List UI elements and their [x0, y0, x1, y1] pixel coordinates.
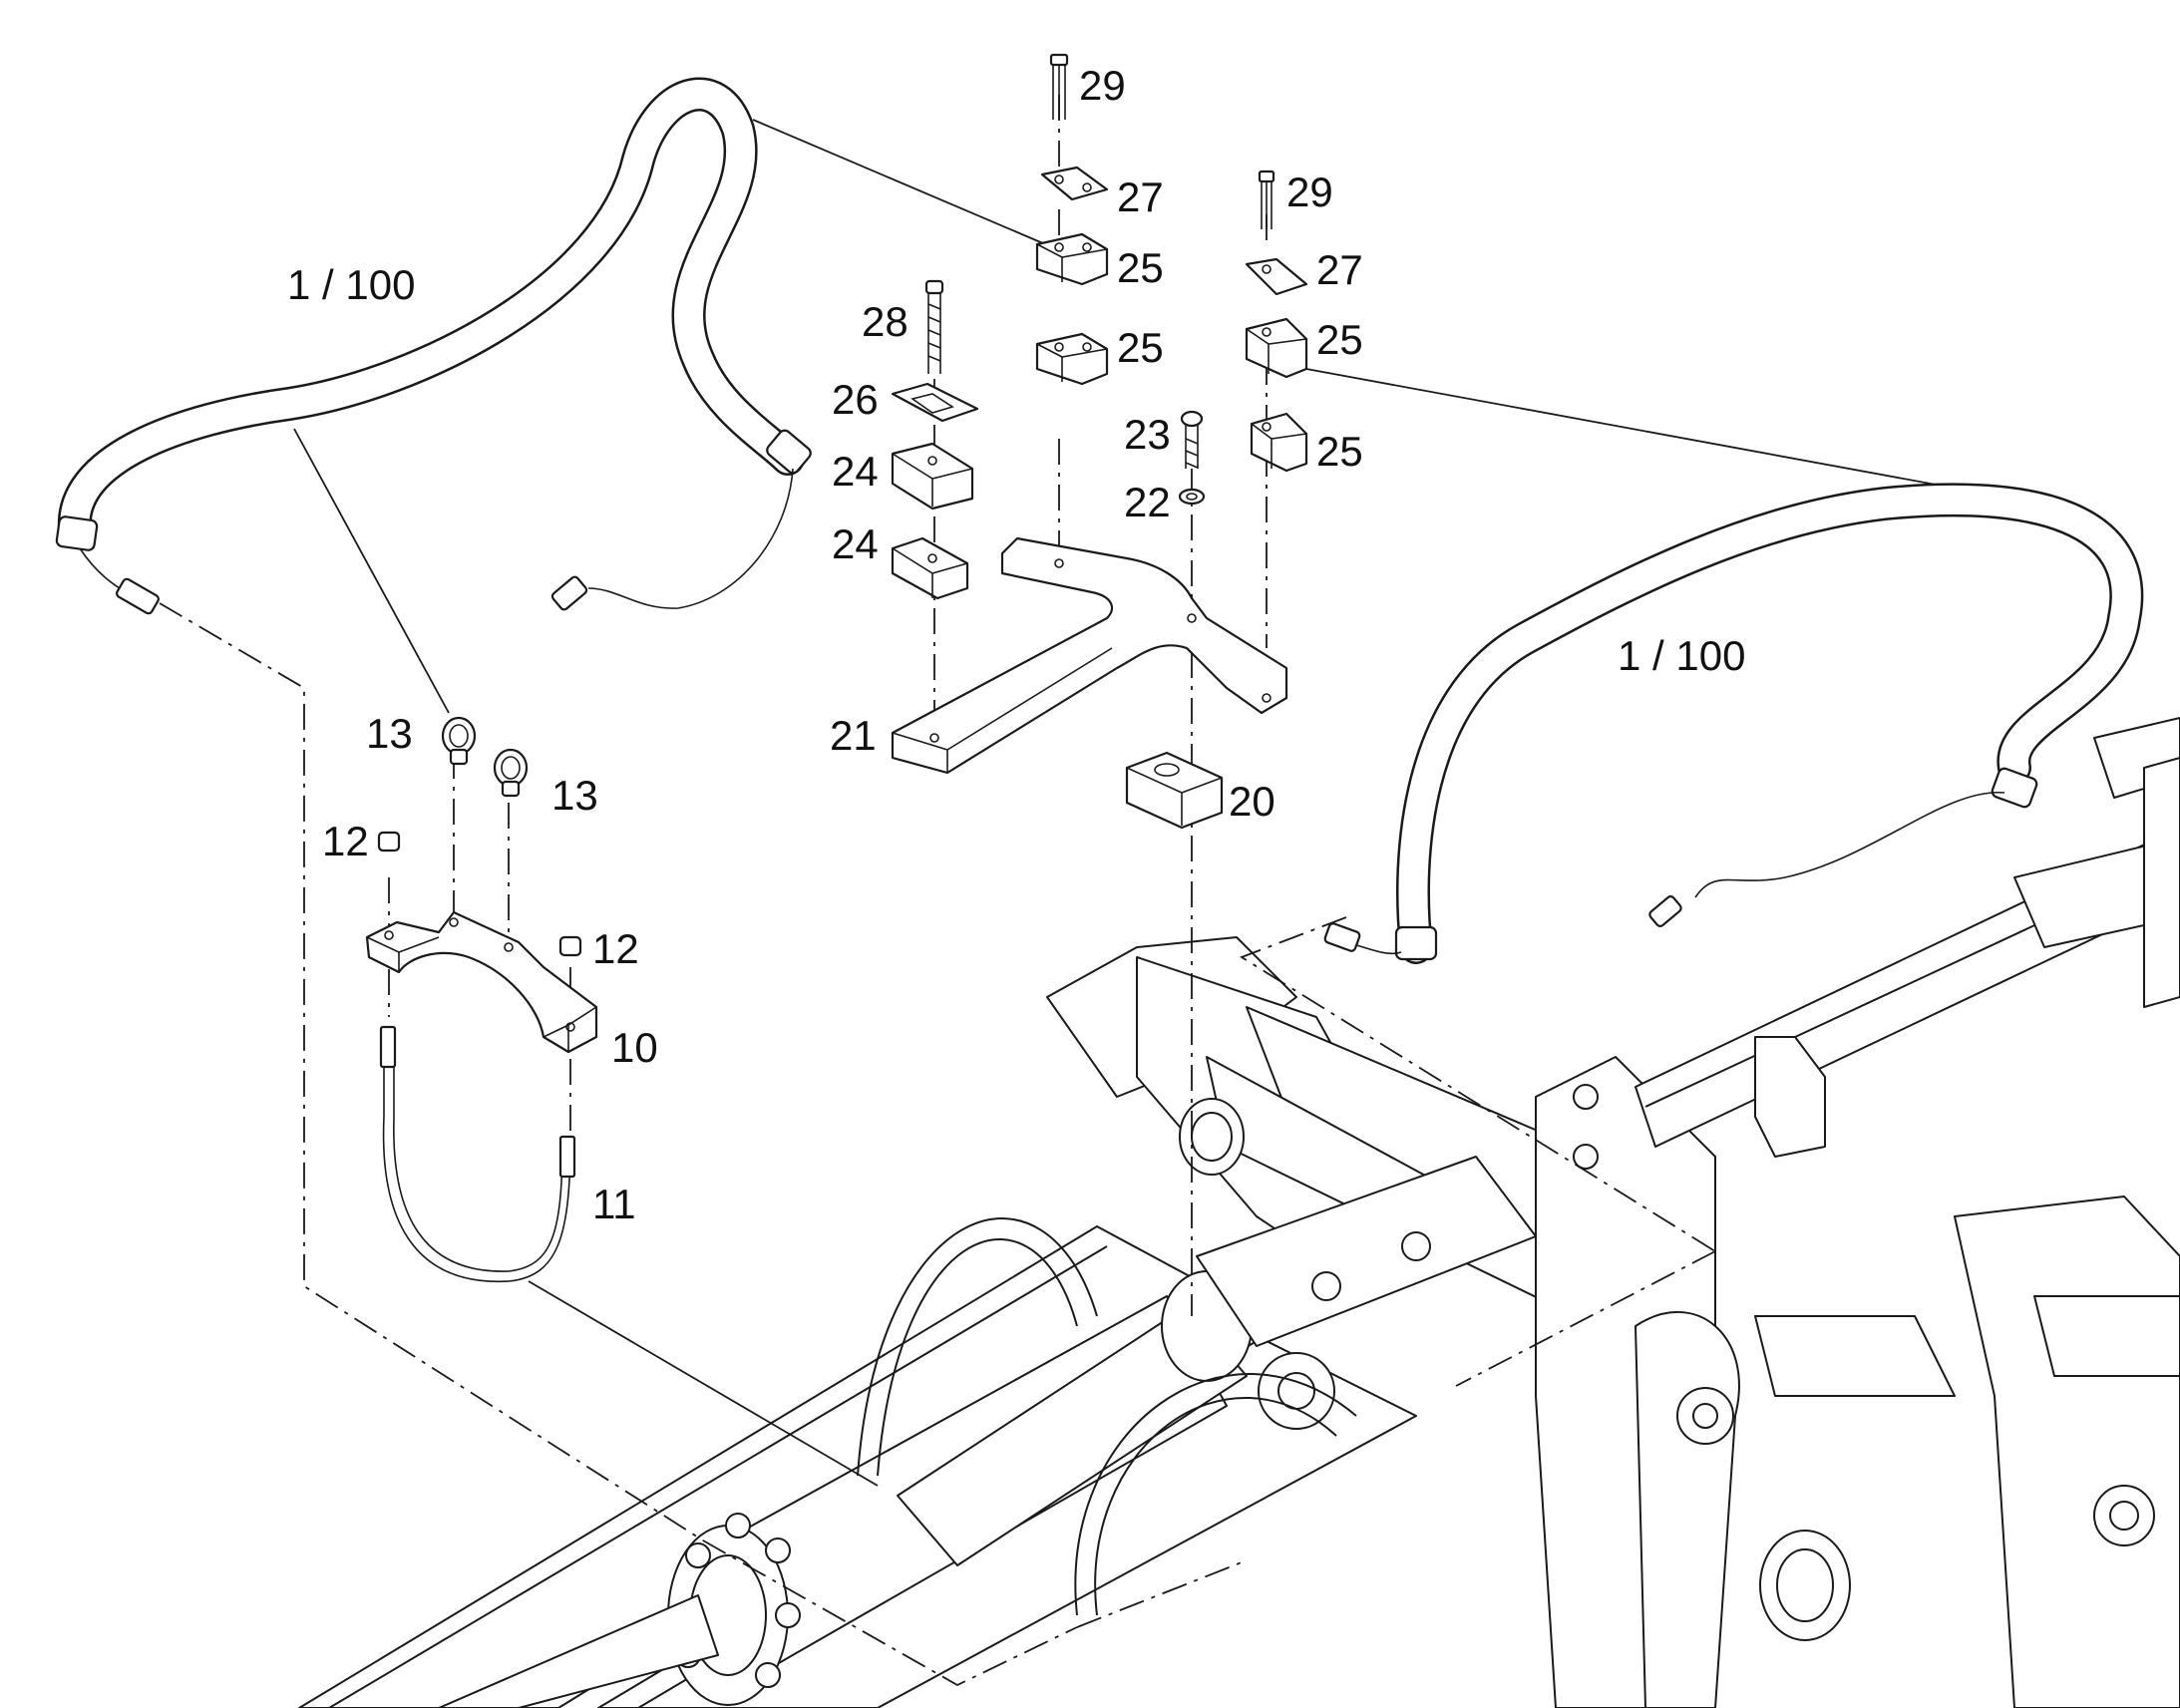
part-27-plate-left — [1040, 166, 1109, 201]
label-12-left: 12 — [322, 818, 369, 864]
leader-lines — [293, 119, 1986, 1487]
part-25-clamp-upper-a — [1035, 232, 1109, 286]
machine-frame-drawing — [298, 717, 2180, 1708]
part-26-plate — [891, 382, 979, 423]
hose-assembly-left — [55, 77, 812, 615]
label-29-left: 29 — [1079, 62, 1126, 109]
part-number-labels: 29 27 25 25 29 27 25 25 28 26 24 24 23 2… — [322, 62, 1363, 1227]
part-24-clamp-lower — [891, 536, 969, 600]
part-13-shackle-a — [441, 716, 477, 766]
hose-assembly-right — [1323, 483, 2144, 964]
part-25-clamp-upper-b — [1245, 317, 1308, 379]
label-28: 28 — [862, 298, 908, 345]
part-11-u-bolt — [379, 1025, 576, 1283]
label-29-right: 29 — [1286, 169, 1333, 215]
label-10: 10 — [611, 1024, 658, 1071]
part-12-nut-b — [558, 935, 582, 957]
scale-label-left: 1 / 100 — [287, 261, 415, 308]
label-11: 11 — [592, 1181, 636, 1227]
part-25-clamp-lower-a — [1035, 332, 1109, 386]
part-29-bolt-left — [1049, 53, 1069, 120]
label-12-right: 12 — [592, 925, 639, 972]
label-21: 21 — [830, 712, 877, 759]
part-13-shackle-b — [493, 748, 529, 798]
scale-labels: 1 / 100 1 / 100 — [287, 261, 1745, 679]
part-29-bolt-right — [1258, 170, 1275, 229]
label-24-upper: 24 — [832, 448, 879, 495]
label-13-left: 13 — [366, 710, 413, 757]
label-27-right: 27 — [1316, 246, 1363, 293]
part-28-bolt — [924, 279, 944, 374]
part-22-washer — [1178, 488, 1206, 506]
label-20: 20 — [1229, 778, 1275, 825]
label-25-upper-right: 25 — [1316, 316, 1363, 363]
part-10-saddle-clamp — [365, 910, 598, 1054]
part-21-bracket — [891, 536, 1288, 775]
label-13-right: 13 — [551, 772, 598, 819]
part-23-bolt — [1180, 410, 1204, 469]
label-27-left: 27 — [1117, 173, 1164, 220]
scale-label-right: 1 / 100 — [1618, 632, 1745, 679]
label-25-lower-left: 25 — [1117, 324, 1164, 371]
part-12-nut-a — [377, 831, 401, 853]
label-23: 23 — [1124, 411, 1171, 458]
label-25-upper-left: 25 — [1117, 244, 1164, 291]
part-27-plate-right — [1245, 257, 1308, 296]
part-25-clamp-lower-b — [1250, 412, 1308, 473]
label-25-lower-right: 25 — [1316, 428, 1363, 475]
part-24-clamp-upper — [891, 442, 974, 511]
label-26: 26 — [832, 376, 879, 423]
label-24-lower: 24 — [832, 520, 879, 567]
part-20-spacer-block — [1125, 751, 1224, 830]
label-22: 22 — [1124, 479, 1171, 525]
